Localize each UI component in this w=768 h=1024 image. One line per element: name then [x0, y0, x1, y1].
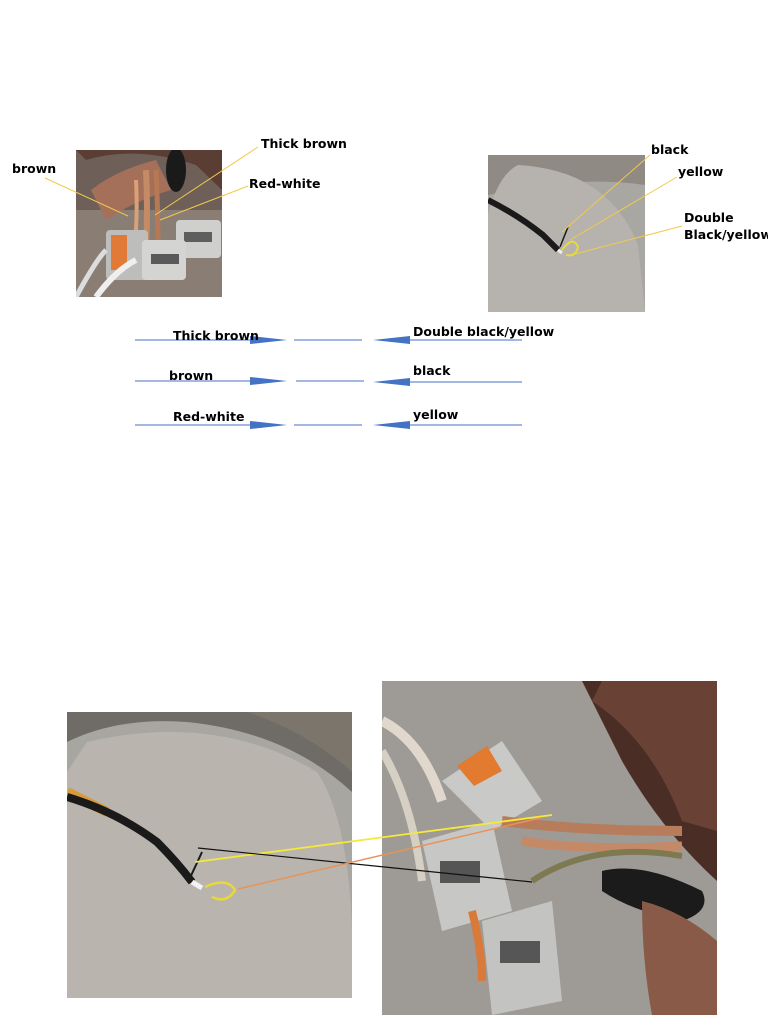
label-double: Double — [684, 210, 734, 225]
map-left-thick-brown: Thick brown — [173, 328, 259, 343]
label-brown: brown — [12, 161, 57, 176]
arrow-right-icon — [250, 377, 287, 385]
map-right-yellow: yellow — [413, 407, 459, 422]
label-red-white: Red-white — [249, 176, 321, 191]
label-thick-brown: Thick brown — [261, 136, 347, 151]
map-right-black: black — [413, 363, 451, 378]
map-right-double-black-yellow: Double black/yellow — [413, 324, 555, 339]
label-black: black — [651, 142, 689, 157]
map-left-red-white: Red-white — [173, 409, 245, 424]
map-left-brown: brown — [169, 368, 214, 383]
connectors-photo-small — [76, 150, 222, 297]
label-yellow: yellow — [678, 164, 724, 179]
cable-photo-small — [488, 155, 645, 312]
connectors-photo-large — [382, 681, 717, 1015]
label-black-yellow: Black/yellow — [684, 227, 768, 242]
cable-photo-large — [67, 712, 352, 998]
arrow-left-icon — [373, 336, 410, 344]
arrow-left-icon — [373, 378, 410, 386]
arrow-right-icon — [250, 421, 287, 429]
arrow-left-icon — [373, 421, 410, 429]
